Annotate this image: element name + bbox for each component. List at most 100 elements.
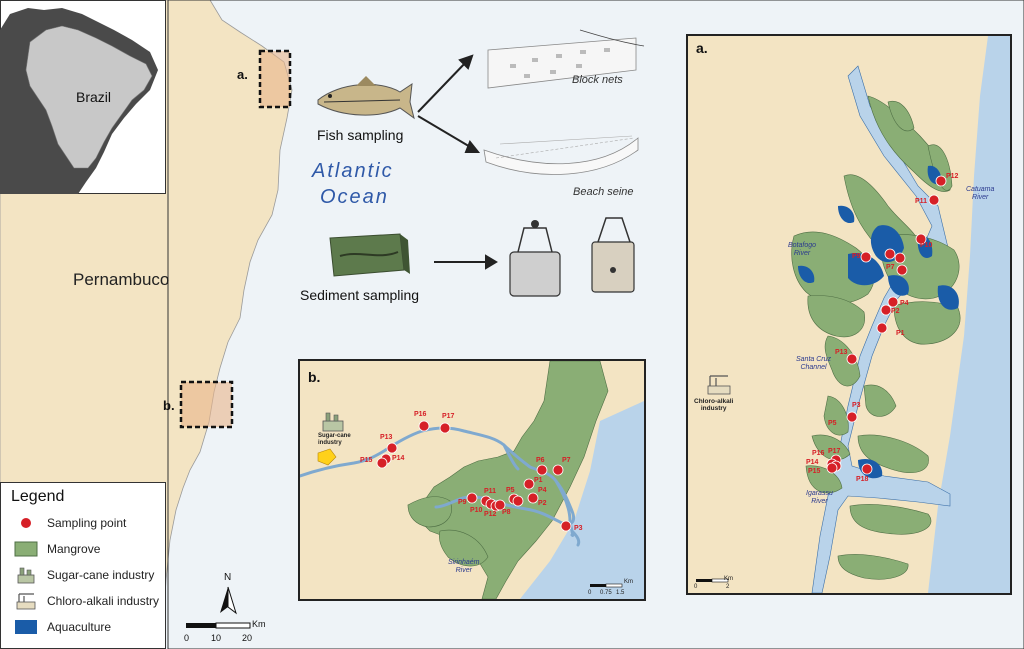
panel-b-label-p2: P2 (538, 500, 547, 507)
north-label: N (224, 572, 232, 583)
green-square-icon (13, 540, 39, 558)
panel-b-label-p4: P4 (538, 487, 547, 494)
overview-scale-bar (186, 622, 251, 629)
panel-a-label-p17: P17 (828, 448, 841, 455)
panel-a-label-p1: P1 (896, 330, 905, 337)
point-a-p7 (894, 252, 906, 264)
overview-scale-20: 20 (242, 633, 253, 643)
chloro-alkali-factory-icon (707, 375, 731, 395)
box-a-label: a. (237, 67, 248, 82)
panel-b-ocean (520, 401, 644, 599)
panel-a-label-p13: P13 (835, 349, 848, 356)
box-b-label: b. (163, 398, 175, 413)
beach-seine-label: Beach seine (573, 186, 634, 198)
panel-a-points (826, 175, 947, 475)
panel-a-label-p4: P4 (900, 300, 909, 307)
panel-b-label-p8: P8 (502, 509, 511, 516)
panel-b-points (376, 420, 572, 532)
panel-b-label-p15: P15 (360, 457, 373, 464)
legend-item-aquaculture: Aquaculture (13, 617, 111, 637)
panel-a-label-p3: P3 (852, 402, 861, 409)
overview-scale-unit: Km (252, 619, 266, 629)
panel-b-label-p10: P10 (470, 507, 483, 514)
point-b-p16 (418, 420, 430, 432)
point-b-p1 (523, 478, 535, 490)
inset-map (0, 0, 166, 194)
panel-a-label-p18: P18 (856, 476, 869, 483)
block-net-icon (487, 29, 645, 89)
overview-scale-0: 0 (184, 633, 190, 643)
sugar-cane-site (317, 448, 337, 466)
brazil-shape (25, 25, 153, 169)
overview-scale-10: 10 (211, 633, 222, 643)
panel-b-label-p16: P16 (414, 411, 427, 418)
panel-a-title: a. (696, 40, 708, 56)
point-b-p4 (527, 492, 539, 504)
panel-b-title: b. (308, 369, 321, 385)
panel-b-scale-075: 0.75 (600, 590, 612, 596)
point-a-p13 (846, 353, 858, 365)
panel-a-label-p12: P12 (946, 173, 959, 180)
point-b-p7 (552, 464, 564, 476)
country-label: Brazil (76, 89, 112, 105)
point-a-p15 (826, 462, 838, 474)
point-b-p9 (466, 492, 478, 504)
point-a-p11 (928, 194, 940, 206)
panel-b-label-p17: P17 (442, 413, 455, 420)
arrow-icon (417, 54, 498, 270)
point-b-p17 (439, 422, 451, 434)
panel-b-label-p13: P13 (380, 434, 393, 441)
panel-a-label-p11: P11 (915, 198, 928, 205)
point-b-p6 (536, 464, 548, 476)
legend-title: Legend (11, 488, 65, 505)
panel-b: P16 P17 P13 P14 P15 P6 P7 P1 P4 P5 P2 P1… (298, 359, 646, 601)
panel-b-label-p11: P11 (484, 488, 497, 495)
block-nets-label: Block nets (572, 74, 623, 86)
ocean-label-line2: Ocean (320, 186, 389, 208)
panel-a-scale-0: 0 (694, 584, 698, 590)
panel-a-ocean (928, 36, 1010, 593)
panel-a-label-p10: P10 (920, 242, 933, 249)
panel-b-label-p7: P7 (562, 457, 571, 464)
point-a-p2 (880, 304, 892, 316)
legend-item-chloro-alkali: Chloro-alkali industry (13, 591, 159, 611)
panel-a-label-p14: P14 (806, 459, 819, 466)
point-a-p8 (884, 248, 896, 260)
panel-a-label-p16: P16 (812, 450, 825, 457)
panel-b-label-p3: P3 (574, 525, 583, 532)
panel-b-label-p5: P5 (506, 487, 515, 494)
panel-b-label-p9: P9 (458, 499, 467, 506)
snook-fish-icon (317, 76, 415, 120)
point-a-p1 (876, 322, 888, 334)
region-b-box (179, 380, 234, 429)
sugar-cane-factory-icon (322, 412, 344, 432)
legend-item-mangrove: Mangrove (13, 539, 100, 559)
point-a-p4 (887, 296, 899, 308)
point-a-p12 (935, 175, 947, 187)
point-b-p15 (376, 457, 388, 469)
north-arrow-icon (220, 586, 237, 615)
panel-a-label-p15: P15 (808, 468, 821, 475)
panel-b-scale-bar (590, 583, 623, 588)
panel-b-label-p14: P14 (392, 455, 405, 462)
point-b-p8 (494, 499, 506, 511)
point-a-p3 (846, 411, 858, 423)
sampling-illustrations (317, 29, 645, 297)
panel-a-label-p7: P7 (886, 264, 895, 271)
point-b-p13 (386, 442, 398, 454)
panel-b-scale-unit: Km (624, 579, 633, 585)
panel-b-scale-0: 0 (588, 590, 592, 596)
panel-a-scale-unit: Km (724, 576, 733, 582)
sediment-block-icon (329, 233, 410, 277)
state-label: Pernambuco (73, 270, 170, 289)
panel-b-label-p6: P6 (536, 457, 545, 464)
point-a-p18 (861, 463, 873, 475)
panel-b-scale-15: 1.5 (616, 590, 625, 596)
point-a-p5 (896, 264, 908, 276)
